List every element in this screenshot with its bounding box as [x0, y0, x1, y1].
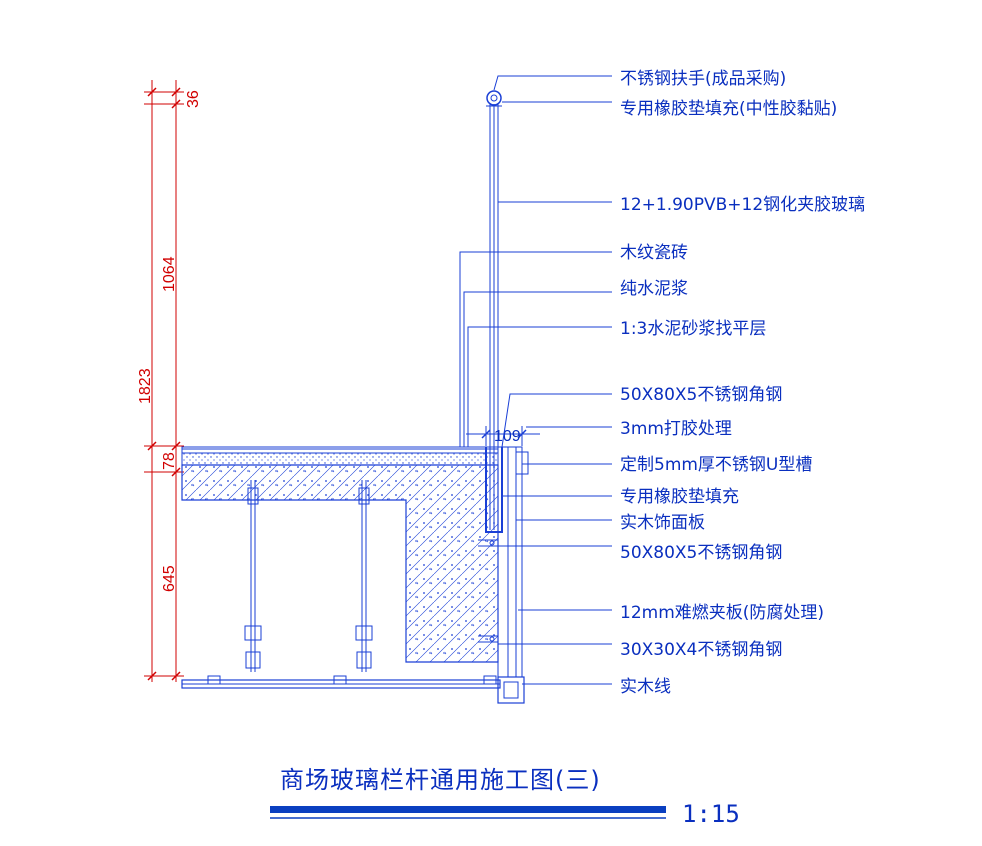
callout-wood-veneer: 实木饰面板 [620, 513, 705, 533]
callout-handrail: 不锈钢扶手(成品采购) [620, 69, 786, 89]
edge-cladding [478, 446, 529, 704]
glass-balustrade [485, 90, 503, 533]
callout-wood-trim: 实木线 [620, 677, 671, 697]
callout-angle-steel-top: 50X80X5不锈钢角钢 [620, 385, 782, 405]
dim-109: 109 [494, 428, 521, 445]
ceiling-hangers [244, 480, 373, 672]
drawing-title: 商场玻璃栏杆通用施工图(三) [280, 766, 601, 794]
callout-u-channel: 定制5mm厚不锈钢U型槽 [620, 455, 812, 475]
leader-lines [459, 75, 612, 685]
vertical-dimension-chain [144, 80, 184, 682]
concrete-slab [181, 464, 499, 663]
callout-rubber-gasket: 专用橡胶垫填充 [620, 487, 739, 507]
callout-angle-steel-small: 30X30X4不锈钢角钢 [620, 640, 782, 660]
dim-109-line [466, 426, 540, 446]
floor-finish-layers [181, 446, 499, 466]
dim-645: 645 [161, 565, 178, 592]
callout-sealant: 3mm打胶处理 [620, 419, 732, 439]
dim-1064: 1064 [161, 256, 178, 292]
callout-angle-steel-mid: 50X80X5不锈钢角钢 [620, 543, 782, 563]
callout-wood-grain-tile: 木纹瓷砖 [620, 243, 688, 263]
callout-plywood: 12mm难燃夹板(防腐处理) [620, 603, 824, 623]
dim-78: 78 [161, 452, 178, 470]
dim-36: 36 [185, 90, 202, 108]
dim-1823: 1823 [137, 368, 154, 404]
callout-leveling-layer: 1:3水泥砂浆找平层 [620, 319, 766, 339]
callout-cement-paste: 纯水泥浆 [620, 279, 688, 299]
drawing-scale: 1:15 [682, 800, 740, 828]
callout-rubber-gasket-glue: 专用橡胶垫填充(中性胶黏贴) [620, 99, 837, 119]
title-underline-thick [270, 806, 666, 813]
callout-laminated-glass: 12+1.90PVB+12钢化夹胶玻璃 [620, 195, 865, 215]
ceiling-board [181, 675, 501, 689]
